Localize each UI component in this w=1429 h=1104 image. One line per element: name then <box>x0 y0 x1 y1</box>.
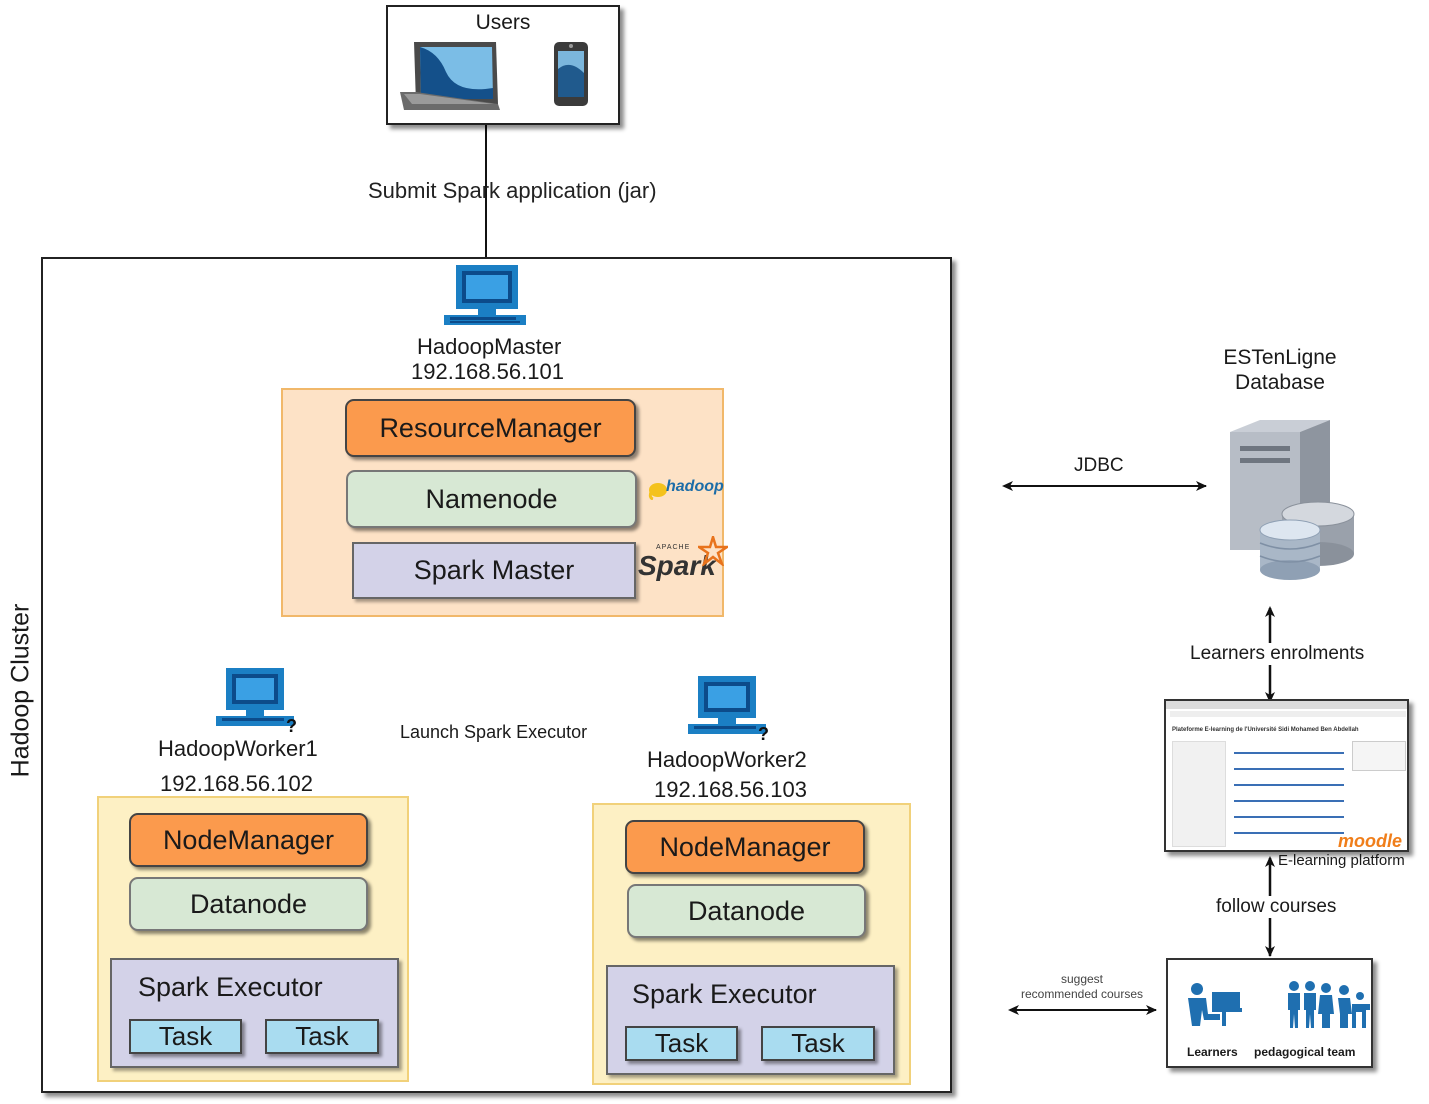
spark-executor-label: Spark Executor <box>138 972 323 1002</box>
hadoop-logo-text: hadoop <box>666 478 724 495</box>
computer-icon: ? <box>688 676 769 742</box>
hadoop-logo: hadoop <box>648 478 726 504</box>
elearning-screenshot: Plateforme E-learning de l'Université Si… <box>1164 699 1409 852</box>
suggest-label-line1: suggest <box>1060 972 1104 986</box>
elearning-page-title: Plateforme E-learning de l'Université Si… <box>1172 727 1359 733</box>
worker2-name: HadoopWorker2 <box>647 747 807 772</box>
task-box: Task <box>265 1019 379 1054</box>
worker1-ip: 192.168.56.102 <box>160 771 313 796</box>
worker2-ip: 192.168.56.103 <box>654 777 807 802</box>
spark-logo-apache: APACHE <box>656 544 691 551</box>
spark-master-box: Spark Master <box>352 542 636 599</box>
learners-label: Learners <box>1187 1045 1238 1059</box>
datanode-box: Datanode <box>627 884 866 938</box>
learner-icon <box>1188 983 1242 1026</box>
namenode-box: Namenode <box>346 470 637 528</box>
follow-label: follow courses <box>1216 896 1337 918</box>
spark-star-icon <box>698 536 728 566</box>
resource-manager-box: ResourceManager <box>345 399 636 457</box>
spark-executor-label: Spark Executor <box>632 979 817 1009</box>
svg-text:?: ? <box>758 724 769 742</box>
moodle-logo: moodle <box>1338 831 1403 851</box>
elearning-caption: E-learning platform <box>1278 852 1405 869</box>
computer-icon: ? <box>216 668 297 734</box>
browser-bar <box>1166 701 1407 709</box>
task-box: Task <box>625 1026 738 1061</box>
tablet-icon <box>554 42 588 106</box>
browser-address <box>1170 711 1406 717</box>
launch-label: Launch Spark Executor <box>400 722 588 742</box>
computer-icon <box>444 265 526 325</box>
database-title-line2: Database <box>1235 371 1325 394</box>
team-label: pedagogical team <box>1254 1045 1356 1059</box>
cluster-label: Hadoop Cluster <box>6 603 35 778</box>
master-ip: 192.168.56.101 <box>411 359 564 384</box>
task-box: Task <box>761 1026 875 1061</box>
jdbc-label: JDBC <box>1074 455 1124 476</box>
task-box: Task <box>129 1019 242 1054</box>
database-server-icon <box>1230 420 1355 580</box>
database-title-line1: ESTenLigne <box>1223 346 1337 369</box>
elearning-content <box>1234 745 1344 845</box>
team-icon <box>1288 981 1370 1028</box>
svg-text:?: ? <box>286 716 297 734</box>
spark-logo: APACHE Spark <box>636 536 728 586</box>
datanode-box: Datanode <box>129 877 368 931</box>
enrolments-label: Learners enrolments <box>1190 643 1365 665</box>
submit-label: Submit Spark application (jar) <box>368 178 657 203</box>
elearning-sidebar <box>1172 741 1226 847</box>
users-title: Users <box>475 11 531 34</box>
laptop-icon <box>400 42 500 110</box>
suggest-label-line2: recommended courses <box>1020 987 1144 1001</box>
master-name: HadoopMaster <box>417 334 562 359</box>
elearning-notice <box>1352 741 1406 771</box>
node-manager-box: NodeManager <box>129 813 368 867</box>
elephant-icon <box>648 483 667 500</box>
node-manager-box: NodeManager <box>625 820 865 874</box>
worker1-name: HadoopWorker1 <box>158 736 318 761</box>
